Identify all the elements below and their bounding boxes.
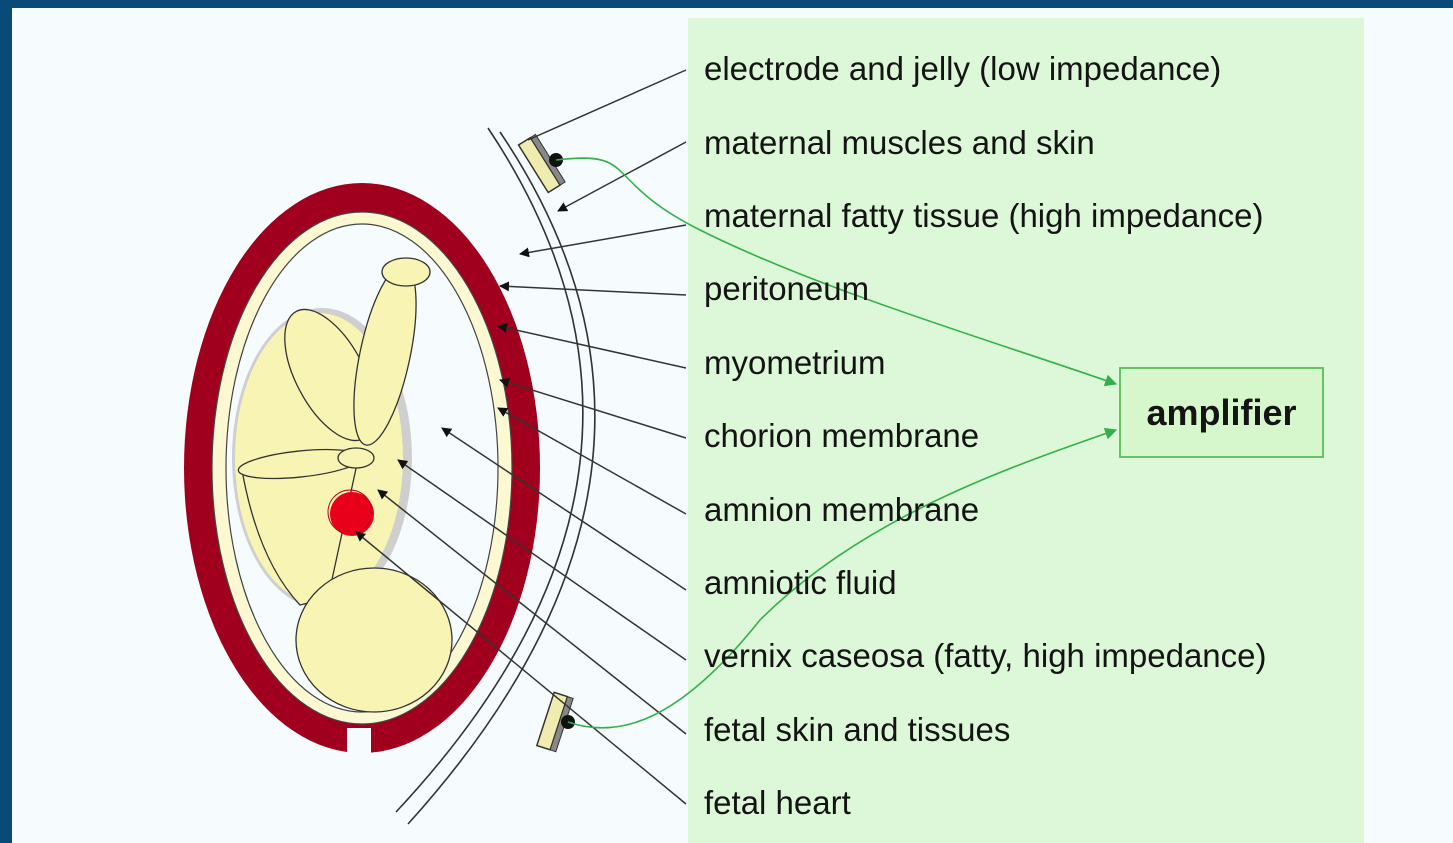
label-fetal-heart: fetal heart [704, 786, 851, 819]
leader-maternal-fat [520, 225, 686, 254]
label-peritoneum: peritoneum [704, 272, 869, 305]
label-amniotic-fluid: amniotic fluid [704, 566, 897, 599]
leader-maternal-muscles [558, 142, 686, 211]
label-myometrium: myometrium [704, 346, 886, 379]
amplifier-box: amplifier [1119, 367, 1324, 458]
label-maternal-fatty-tissue: maternal fatty tissue (high impedance) [704, 199, 1263, 232]
label-electrode-and-jelly: electrode and jelly (low impedance) [704, 52, 1221, 85]
label-fetal-skin-and-tissues: fetal skin and tissues [704, 713, 1010, 746]
fetal-foot-upper [382, 258, 430, 286]
label-chorion-membrane: chorion membrane [704, 419, 979, 452]
leader-peritoneum [500, 286, 686, 295]
label-amnion-membrane: amnion membrane [704, 493, 979, 526]
fetal-head [296, 568, 452, 712]
leader-electrode [528, 70, 686, 140]
fetal-hand-tip [338, 448, 374, 468]
label-maternal-muscles-and-skin: maternal muscles and skin [704, 126, 1095, 159]
label-vernix-caseosa: vernix caseosa (fatty, high impedance) [704, 639, 1267, 672]
amplifier-label: amplifier [1146, 392, 1296, 434]
cervical-gap [347, 728, 371, 758]
